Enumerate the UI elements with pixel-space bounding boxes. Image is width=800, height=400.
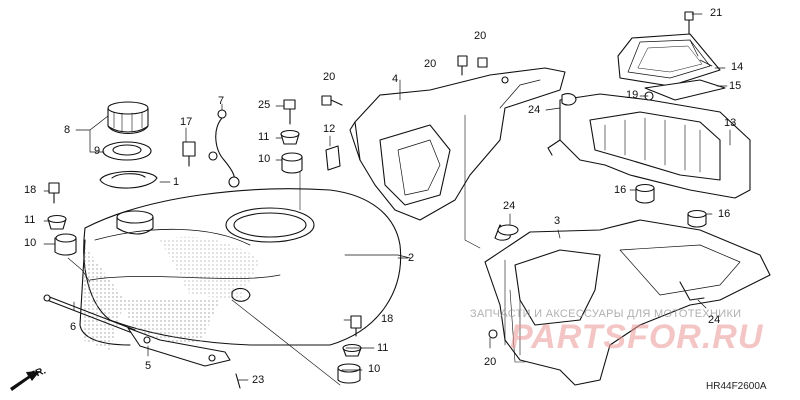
callout-3: 3 — [554, 215, 561, 227]
callout-18: 18 — [24, 184, 37, 196]
callout-19: 19 — [626, 89, 639, 101]
callout-10: 10 — [24, 237, 37, 249]
callout-25: 25 — [258, 99, 271, 111]
under-cover — [484, 219, 771, 386]
electrical-box — [547, 91, 751, 199]
callout-15: 15 — [729, 80, 742, 92]
fuel-cap — [107, 101, 149, 135]
callout-10: 10 — [368, 363, 381, 375]
watermark-caption: ЗАПЧАСТИ И АКСЕССУАРЫ ДЛЯ МОТОТЕХНИКИ — [470, 308, 742, 320]
callout-18: 18 — [381, 313, 394, 325]
grommets-16 — [635, 183, 707, 228]
front-arrow-icon — [10, 371, 40, 391]
callout-11: 11 — [24, 214, 36, 226]
callout-6: 6 — [70, 321, 77, 333]
callout-24: 24 — [528, 104, 541, 116]
callout-21: 21 — [710, 7, 723, 19]
mid-fasteners — [280, 99, 303, 174]
callout-9: 9 — [94, 145, 101, 157]
callout-5: 5 — [145, 360, 152, 372]
callout-1: 1 — [173, 176, 180, 188]
callout-4: 4 — [392, 73, 399, 85]
box-cover — [617, 11, 726, 101]
callout-23: 23 — [252, 374, 265, 386]
callout-10: 10 — [258, 153, 271, 165]
callout-24: 24 — [708, 314, 721, 326]
callout-17: 17 — [180, 116, 193, 128]
filler-band — [99, 170, 158, 189]
cap-gasket — [102, 141, 152, 161]
breather-hose — [208, 109, 240, 188]
callout-11: 11 — [258, 131, 270, 143]
callout-20: 20 — [484, 356, 497, 368]
callout-11: 11 — [377, 342, 389, 354]
left-fasteners — [47, 182, 77, 256]
diagram-code: HR44F2600A — [706, 381, 767, 392]
callout-20: 20 — [424, 58, 437, 70]
leader-lines — [43, 13, 731, 386]
callout-20: 20 — [474, 30, 487, 42]
callout-20: 20 — [323, 71, 336, 83]
callout-16: 16 — [718, 208, 731, 220]
callout-2: 2 — [408, 252, 415, 264]
tank-stay-rod — [43, 294, 136, 335]
watermark-logo: PARTSFOR.RU — [510, 318, 764, 356]
callout-14: 14 — [731, 61, 744, 73]
callout-8: 8 — [64, 124, 71, 136]
bolt-17 — [182, 141, 196, 167]
heat-guard — [349, 67, 566, 221]
callout-12: 12 — [323, 123, 336, 135]
callout-13: 13 — [724, 117, 737, 129]
callout-24: 24 — [503, 200, 516, 212]
tank-bracket — [127, 327, 231, 367]
fuel-tank — [79, 188, 411, 350]
callout-16: 16 — [614, 184, 627, 196]
clip-12 — [325, 145, 341, 171]
top-bolts — [321, 55, 488, 106]
callout-7: 7 — [218, 95, 225, 107]
